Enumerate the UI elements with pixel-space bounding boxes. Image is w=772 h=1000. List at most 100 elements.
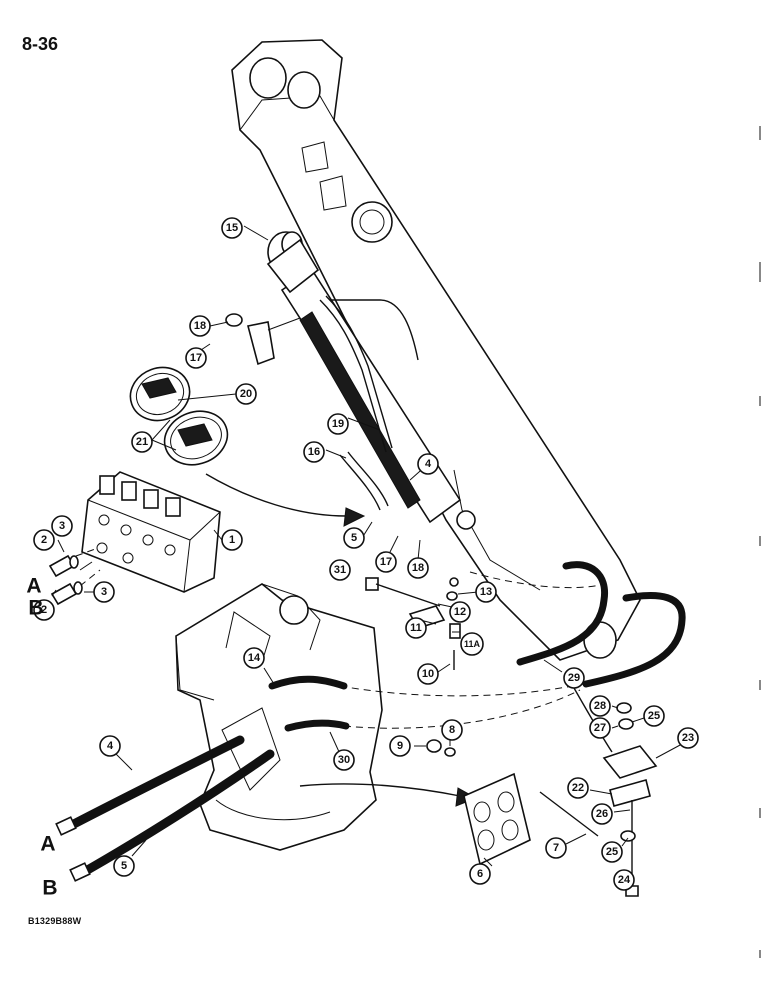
hose-clamps: [129, 366, 229, 466]
callout-18: 18: [407, 557, 429, 579]
tower-arrow: [299, 783, 461, 797]
port-fittings: [48, 554, 83, 606]
boom-hoses: [516, 561, 686, 688]
valve-leader-2: [79, 569, 101, 587]
svg-text:28: 28: [594, 700, 606, 712]
supply-hoses: [55, 735, 275, 882]
callout-5: 5: [113, 855, 135, 877]
callout-20: 20: [235, 383, 257, 405]
callout-17: 17: [185, 347, 207, 369]
svg-text:8: 8: [449, 724, 455, 736]
callout-13: 13: [475, 581, 497, 603]
callout-9: 9: [389, 735, 411, 757]
svg-text:14: 14: [248, 652, 261, 664]
svg-text:31: 31: [334, 564, 346, 576]
callout-4: 4: [99, 735, 121, 757]
callout-26: 26: [591, 803, 613, 825]
callout-27: 27: [589, 717, 611, 739]
svg-text:27: 27: [594, 722, 606, 734]
svg-text:24: 24: [618, 874, 631, 886]
hose-guide: [463, 772, 531, 866]
svg-text:18: 18: [412, 562, 424, 574]
svg-text:18: 18: [194, 320, 206, 332]
callout-14: 14: [243, 647, 265, 669]
callout-30: 30: [333, 749, 355, 771]
hose-route-3: [469, 571, 607, 589]
svg-text:7: 7: [553, 842, 559, 854]
svg-text:11: 11: [410, 622, 422, 634]
callout-7: 7: [545, 837, 567, 859]
leader-31: [375, 583, 441, 607]
boom-arm: [231, 39, 641, 661]
hydraulic-cylinder: [266, 231, 476, 530]
svg-text:4: 4: [107, 740, 114, 752]
callout-5: 5: [343, 527, 365, 549]
callout-1: 1: [221, 529, 243, 551]
svg-text:30: 30: [338, 754, 350, 766]
svg-text:6: 6: [477, 868, 483, 880]
svg-text:9: 9: [397, 740, 403, 752]
svg-text:17: 17: [190, 352, 202, 364]
callout-10: 10: [417, 663, 439, 685]
callout-16: 16: [303, 441, 325, 463]
bolt-7: [539, 791, 599, 837]
callout-25: 25: [601, 841, 623, 863]
valve-leader-1: [75, 547, 99, 557]
svg-text:1: 1: [229, 534, 235, 546]
callout-12: 12: [449, 601, 471, 623]
callout-31: 31: [329, 559, 351, 581]
callout-3: 3: [51, 515, 73, 537]
svg-text:20: 20: [240, 388, 252, 400]
leader-lines: [51, 225, 683, 881]
svg-text:2: 2: [41, 604, 47, 616]
hose-label-a: A: [40, 833, 55, 856]
svg-text:22: 22: [572, 782, 584, 794]
callout-11: 11: [405, 617, 427, 639]
svg-text:4: 4: [425, 458, 432, 470]
callout-11a: 11A: [460, 632, 484, 656]
clamp-hardware: [602, 702, 658, 897]
svg-text:25: 25: [648, 710, 660, 722]
callout-29: 29: [563, 667, 585, 689]
clamp-arrow: [205, 473, 347, 517]
elbow-fitting-upper: [225, 313, 301, 366]
callout-2: 2: [33, 529, 55, 551]
callout-17: 17: [375, 551, 397, 573]
hose-label-b: B: [42, 877, 57, 900]
callout-24: 24: [613, 869, 635, 891]
svg-text:29: 29: [568, 672, 580, 684]
callout-15: 15: [221, 217, 243, 239]
page-number: 8-36: [22, 34, 59, 54]
svg-text:16: 16: [308, 446, 320, 458]
control-valve: [81, 471, 221, 593]
small-hardware: [365, 577, 461, 757]
callout-19: 19: [327, 413, 349, 435]
svg-text:19: 19: [332, 418, 344, 430]
callout-6: 6: [469, 863, 491, 885]
callout-8: 8: [441, 719, 463, 741]
swing-tower: [175, 583, 383, 851]
callout-21: 21: [131, 431, 153, 453]
svg-text:23: 23: [682, 732, 694, 744]
callout-28: 28: [589, 695, 611, 717]
svg-text:5: 5: [351, 532, 357, 544]
callout-3: 3: [93, 581, 115, 603]
svg-text:17: 17: [380, 556, 392, 568]
svg-text:3: 3: [59, 520, 65, 532]
figure-code: B1329B88W: [28, 916, 82, 926]
callout-2: 2: [33, 599, 55, 621]
callout-22: 22: [567, 777, 589, 799]
callout-4: 4: [417, 453, 439, 475]
svg-text:11A: 11A: [464, 639, 481, 649]
callout-23: 23: [677, 727, 699, 749]
callout-25: 25: [643, 705, 665, 727]
svg-text:13: 13: [480, 586, 492, 598]
short-hoses: [268, 675, 350, 732]
svg-text:5: 5: [121, 860, 127, 872]
svg-text:3: 3: [101, 586, 107, 598]
svg-text:12: 12: [454, 606, 466, 618]
port-label-b: B: [28, 597, 43, 620]
svg-text:26: 26: [596, 808, 608, 820]
svg-text:2: 2: [41, 534, 47, 546]
